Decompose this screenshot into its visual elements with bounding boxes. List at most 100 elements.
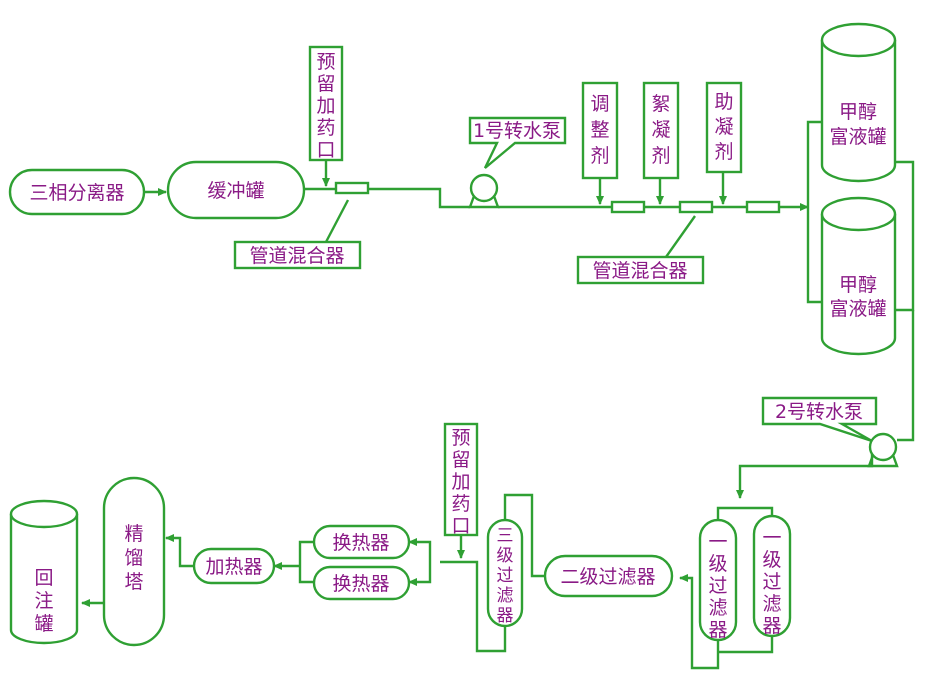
pump-2-symbol	[867, 432, 899, 468]
methanol-tank-bottom-line: 富液罐	[829, 298, 886, 320]
dosing-port-1-char: 加	[316, 95, 335, 117]
filter-3-box	[486, 518, 524, 628]
pipe-tank-to-pump2	[897, 310, 915, 442]
dosing-port-2-char: 预	[451, 427, 470, 449]
mixer-2-label-box	[576, 255, 705, 285]
pump-1-symbol	[468, 173, 500, 209]
dosing-port-2-box	[443, 422, 479, 537]
filter-1a-box	[698, 518, 738, 642]
pump-1-callout	[468, 116, 567, 169]
pipe-mixer1-to-pump1	[368, 187, 470, 209]
dosing-port-1-char: 留	[316, 73, 335, 95]
heat-exchanger-1-label: 换热器	[332, 532, 389, 554]
filter-1b-char: 过	[762, 571, 781, 593]
filter-1b-char: 一	[762, 527, 781, 549]
dosing-port-1-char: 预	[316, 51, 335, 73]
pump-2-label: 2号转水泵	[775, 401, 863, 423]
mixer-2b-symbol	[678, 200, 714, 214]
regulator-char: 整	[590, 119, 609, 141]
separator-label: 三相分离器	[29, 182, 124, 204]
filter-1a-char: 器	[708, 619, 727, 641]
mixer-2a-symbol	[610, 200, 646, 214]
dosing-port-1-char: 药	[316, 117, 335, 139]
pipe-inlet-manifold	[806, 120, 822, 304]
filter-1a-char: 滤	[708, 597, 727, 619]
pump-1-label: 1号转水泵	[473, 120, 561, 142]
flocculant-char: 絮	[651, 93, 670, 115]
pipe-filter3-out	[440, 560, 507, 653]
pipe-exchangers-to-heater	[298, 540, 314, 584]
filter-1a-char: 级	[708, 553, 727, 575]
pipe-filter1-top-header	[716, 506, 774, 522]
mixer-1-symbol	[334, 181, 370, 195]
pipe-to-exchanger2	[408, 562, 432, 586]
separator-box	[8, 168, 146, 216]
methanol-tank-bottom-line: 甲醇	[839, 274, 877, 296]
filter-1b-box	[752, 514, 792, 638]
reinjection-tank-shape	[9, 499, 79, 645]
dosing-port-1-box	[308, 45, 344, 162]
distillation-tower-char: 精	[124, 523, 143, 545]
mixer-1-label-box	[233, 240, 362, 270]
filter-3-char: 滤	[497, 586, 514, 606]
mixer-1-callout-line	[324, 199, 350, 243]
coagulant-aid-box	[705, 81, 743, 174]
distillation-tower-char: 馏	[124, 547, 143, 569]
reinjection-tank-char: 注	[34, 590, 53, 612]
pipe-outlet-manifold	[895, 160, 915, 312]
pipe-filter2-to-filter3	[503, 493, 545, 578]
heater-label: 加热器	[205, 556, 262, 578]
regulator-char: 剂	[590, 145, 609, 167]
heater-box	[192, 547, 276, 585]
pipe-filter1-bottom-header	[679, 574, 720, 670]
filter-3-char: 器	[497, 606, 514, 626]
dosing-port-1-char: 口	[316, 139, 335, 161]
flocculant-char: 凝	[651, 119, 670, 141]
filter-3-char: 三	[497, 526, 514, 546]
heat-exchanger-2-label: 换热器	[332, 573, 389, 595]
methanol-tank-bottom-shape	[820, 196, 897, 356]
pipe-pump2-to-filters	[736, 450, 874, 499]
flocculant-char: 剂	[651, 145, 670, 167]
pump-2-callout	[761, 396, 878, 443]
heat-exchanger-2-box	[312, 565, 411, 601]
coagulant-aid-char: 助	[714, 91, 733, 113]
filter-1b-char: 滤	[762, 593, 781, 615]
mixer-2-callout-line	[665, 215, 696, 258]
filter-1b-char: 级	[762, 549, 781, 571]
dosing-port-2-char: 加	[451, 471, 470, 493]
regulator-char: 调	[590, 93, 609, 115]
buffer-tank-box	[166, 160, 306, 220]
methanol-tank-top-shape	[820, 22, 897, 183]
filter-1a-char: 过	[708, 575, 727, 597]
coagulant-aid-char: 凝	[714, 116, 733, 138]
regulator-box	[581, 81, 619, 180]
dosing-port-2-char: 口	[451, 515, 470, 537]
filter-3-char: 过	[497, 566, 514, 586]
pipe-filter1b-bottom	[718, 636, 774, 654]
filter-2-label: 二级过滤器	[560, 566, 655, 588]
mixer-2c-symbol	[745, 200, 781, 214]
dosing-port-2-char: 药	[451, 493, 470, 515]
heat-exchanger-1-box	[312, 524, 411, 560]
filter-1a-char: 一	[708, 531, 727, 553]
buffer-tank-label: 缓冲罐	[207, 180, 264, 202]
pipe-heater-to-tower	[165, 534, 194, 568]
filter-1b-char: 器	[762, 615, 781, 637]
methanol-tank-top-line: 富液罐	[829, 126, 886, 148]
flocculant-box	[642, 81, 680, 180]
pipe-to-exchanger1	[408, 538, 432, 562]
methanol-tank-top-line: 甲醇	[839, 101, 877, 123]
coagulant-aid-char: 剂	[714, 141, 733, 163]
mixer-2-label: 管道混合器	[592, 260, 687, 282]
mixer-1-label: 管道混合器	[249, 245, 344, 267]
filter-3-char: 级	[497, 546, 514, 566]
dosing-port-2-char: 留	[451, 449, 470, 471]
distillation-tower-box	[102, 476, 166, 647]
reinjection-tank-char: 罐	[34, 613, 53, 635]
reinjection-tank-char: 回	[34, 567, 53, 589]
filter-2-box	[543, 554, 674, 598]
distillation-tower-char: 塔	[124, 571, 143, 593]
